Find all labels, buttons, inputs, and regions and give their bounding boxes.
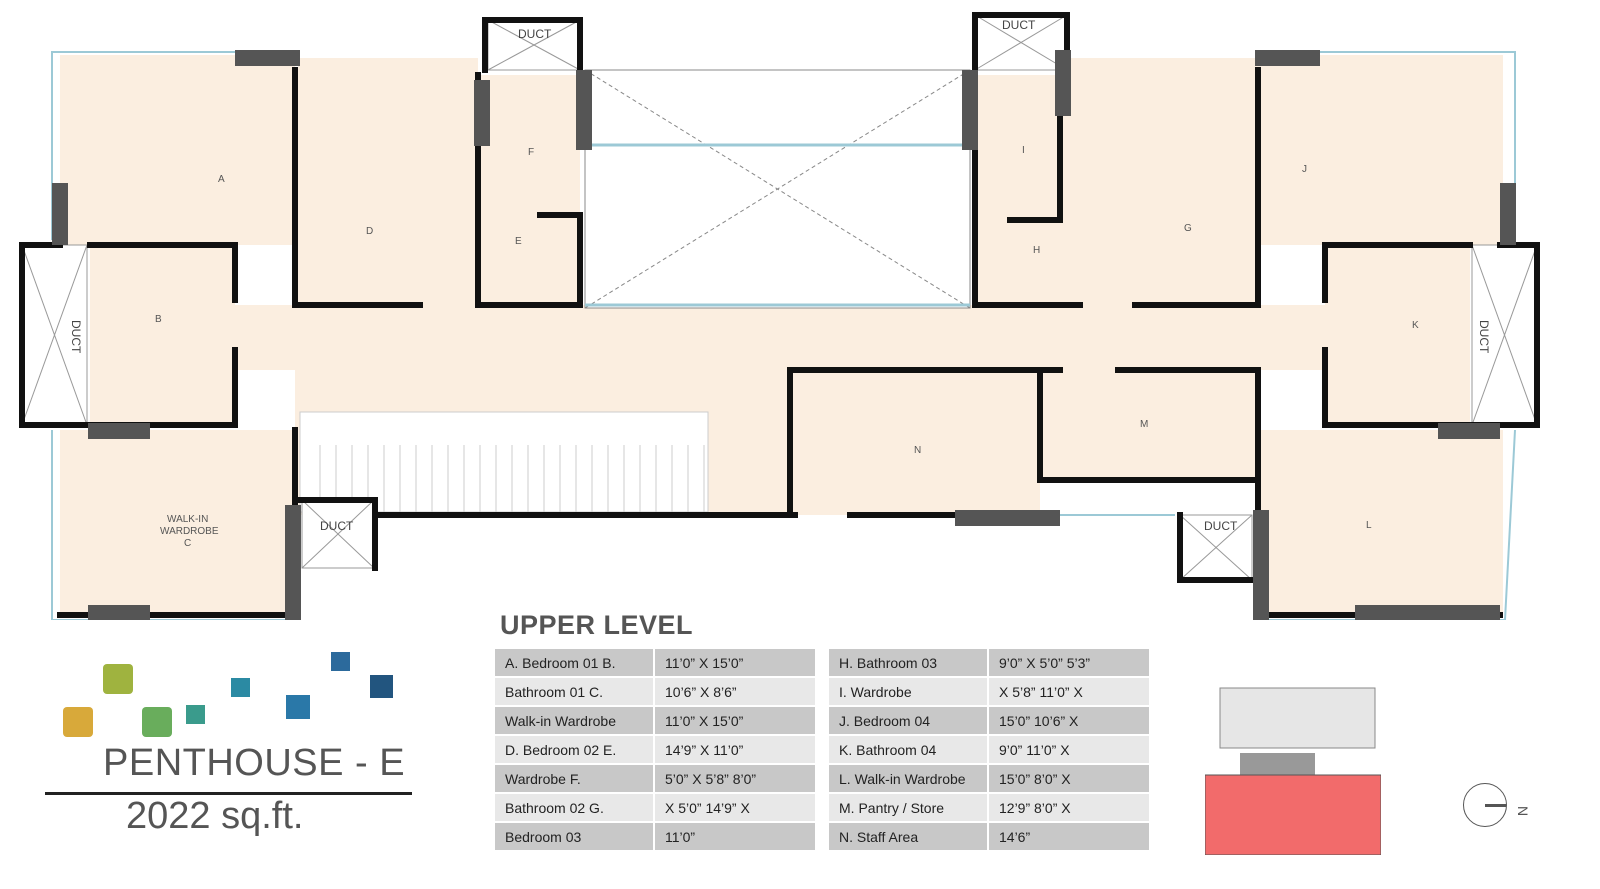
room-dimensions: 12’9” 8’0” X — [989, 794, 1149, 821]
room-dimensions: 9’0” X 5’0” 5’3” — [989, 649, 1149, 676]
divider — [45, 792, 412, 795]
room-label-c-2: WARDROBE — [160, 526, 219, 537]
room-dimensions: 14’6” — [989, 823, 1149, 850]
room-name: Wardrobe F. — [495, 765, 655, 792]
room-name: J. Bedroom 04 — [829, 707, 989, 734]
room-name: D. Bedroom 02 E. — [495, 736, 655, 763]
key-plan-highlight — [1205, 774, 1381, 855]
north-label: N — [1515, 805, 1532, 817]
compass-icon — [1463, 783, 1507, 827]
room-dimensions: 15’0” 10’6” X — [989, 707, 1149, 734]
logo-square — [103, 664, 133, 694]
room-name: Bathroom 01 C. — [495, 678, 655, 705]
duct-label: DUCT — [1477, 320, 1491, 354]
ducts — [21, 14, 1538, 581]
room-label-n: N — [914, 445, 921, 456]
duct-label: DUCT — [518, 27, 552, 41]
room-name: Bathroom 02 G. — [495, 794, 655, 821]
room-name: I. Wardrobe — [829, 678, 989, 705]
room-dimensions: 11’0” X 15’0” — [655, 707, 815, 734]
columns — [52, 50, 1516, 620]
room-name: A. Bedroom 01 B. — [495, 649, 655, 676]
duct-label: DUCT — [69, 320, 83, 354]
room-label-m: M — [1140, 419, 1148, 430]
room-name: H. Bathroom 03 — [829, 649, 989, 676]
room-dimensions: 14’9” X 11’0” — [655, 736, 815, 763]
room-name: Walk-in Wardrobe — [495, 707, 655, 734]
room-dimensions: 11’0” X 15’0” — [655, 649, 815, 676]
room-label-i: I — [1022, 145, 1025, 156]
room-name: K. Bathroom 04 — [829, 736, 989, 763]
room-label-g: G — [1184, 223, 1192, 234]
room-label-e: E — [515, 236, 522, 247]
logo-square — [370, 675, 393, 698]
room-name: M. Pantry / Store — [829, 794, 989, 821]
logo-square — [331, 652, 350, 671]
room-labels: A B WALK-IN WARDROBE C D E F G H I J K L… — [69, 18, 1491, 549]
duct-label: DUCT — [320, 519, 354, 533]
logo-square — [186, 705, 205, 724]
floor-areas — [60, 55, 1503, 615]
table-row: A. Bedroom 01 B.11’0” X 15’0” — [495, 649, 815, 676]
room-label-b: B — [155, 314, 162, 325]
unit-area: 2022 sq.ft. — [126, 795, 304, 837]
room-dimensions: 10’6” X 8’6” — [655, 678, 815, 705]
stair-treads — [319, 445, 705, 512]
logo-square — [286, 695, 310, 719]
logo-square — [231, 678, 250, 697]
duct-label: DUCT — [1204, 519, 1238, 533]
room-label-d: D — [366, 226, 373, 237]
key-plan — [1205, 687, 1381, 855]
table-row: Bathroom 02 G.X 5’0” 14’9” X — [495, 794, 815, 821]
room-label-k: K — [1412, 320, 1419, 331]
room-label-f: F — [528, 147, 534, 158]
level-title: UPPER LEVEL — [500, 610, 694, 640]
room-label-j: J — [1302, 164, 1307, 175]
room-dimensions: 11’0” — [655, 823, 815, 850]
room-name: Bedroom 03 — [495, 823, 655, 850]
room-dimensions-table-left: A. Bedroom 01 B.11’0” X 15’0”Bathroom 01… — [495, 647, 815, 852]
table-row: Wardrobe F.5’0” X 5’8” 8’0” — [495, 765, 815, 792]
logo-square — [63, 707, 93, 737]
table-row: Bathroom 01 C.10’6” X 8’6” — [495, 678, 815, 705]
room-label-a: A — [218, 174, 225, 185]
room-label-c-1: WALK-IN — [167, 514, 208, 525]
room-dimensions: 15’0” 8’0” X — [989, 765, 1149, 792]
room-dimensions: 9’0” 11’0” X — [989, 736, 1149, 763]
central-void — [584, 69, 971, 309]
room-label-l: L — [1366, 520, 1372, 531]
room-dimensions: X 5’8” 11’0” X — [989, 678, 1149, 705]
table-row: D. Bedroom 02 E.14’9” X 11’0” — [495, 736, 815, 763]
room-label-h: H — [1033, 245, 1040, 256]
logo-square — [142, 707, 172, 737]
room-dimensions: X 5’0” 14’9” X — [655, 794, 815, 821]
room-name: L. Walk-in Wardrobe — [829, 765, 989, 792]
room-label-c-3: C — [184, 538, 191, 549]
room-dimensions: 5’0” X 5’8” 8’0” — [655, 765, 815, 792]
duct-label: DUCT — [1002, 18, 1036, 32]
unit-name: PENTHOUSE - E — [103, 742, 406, 784]
room-name: N. Staff Area — [829, 823, 989, 850]
floor-plan: A B WALK-IN WARDROBE C D E F G H I J K L… — [19, 12, 1540, 620]
